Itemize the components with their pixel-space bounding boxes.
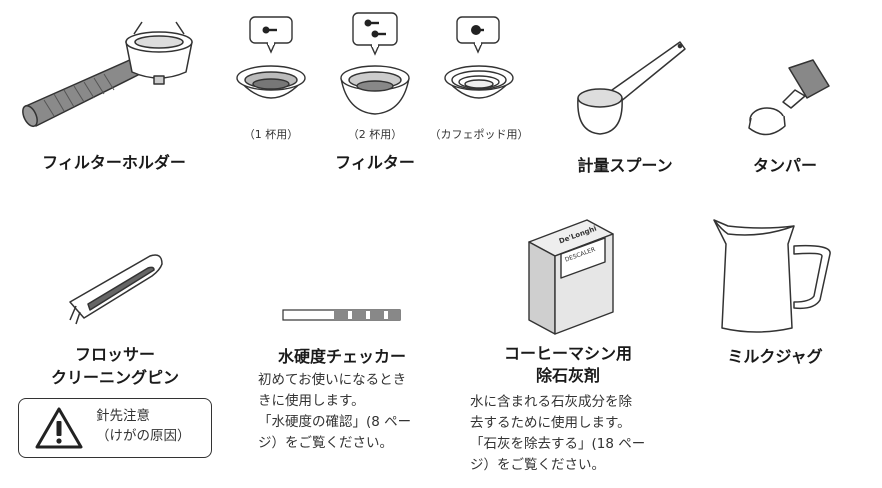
hardness-desc-line1: 初めてお使いになるとき — [258, 372, 407, 388]
descaler-box-illustration — [528, 219, 614, 335]
hardness-checker-title: 水硬度チェッカー — [277, 347, 406, 366]
filter-2cup-label: （2 杯用） — [347, 128, 403, 141]
filter-pod-illustration — [444, 65, 514, 99]
tamper-title: タンパー — [752, 156, 817, 175]
filter-1cup-illustration — [236, 65, 306, 99]
warning-triangle-icon — [35, 407, 83, 449]
descaler-title-line2: 除石灰剤 — [535, 366, 600, 385]
descaler-desc: 水に含まれる石灰成分を除 去するために使用します。 「石灰を除去する」(18 ペ… — [470, 392, 645, 476]
tamper-illustration — [748, 59, 830, 136]
milk-jug-illustration — [713, 219, 831, 333]
filter-1cup-label: （1 杯用） — [243, 128, 299, 141]
needle-warning-text: 針先注意 （けがの原因） — [96, 406, 191, 446]
hardness-desc-line3: 「水硬度の確認」(8 ペー — [258, 414, 412, 430]
descaler-title-line1: コーヒーマシン用 — [503, 344, 632, 363]
frother-pin-title: フロッサー クリーニングピン — [30, 343, 200, 389]
measuring-spoon-title: 計量スプーン — [577, 156, 673, 175]
filter-1cup-badge-icon — [249, 16, 293, 54]
filter-pod-badge-icon — [456, 16, 500, 54]
needle-warning-box — [18, 398, 212, 458]
milk-jug-title: ミルクジャグ — [727, 347, 823, 366]
needle-warning-line1: 針先注意 — [96, 408, 150, 424]
water-hardness-strip-illustration — [282, 309, 401, 321]
descaler-desc-line3: 「石灰を除去する」(18 ペー — [470, 436, 646, 452]
descaler-desc-line2: 去するために使用します。 — [470, 415, 631, 431]
portafilter-title: フィルターホルダー — [42, 153, 186, 172]
descaler-desc-line1: 水に含まれる石灰成分を除 — [470, 394, 632, 410]
hardness-checker-desc: 初めてお使いになるとき きに使用します。 「水硬度の確認」(8 ペー ジ）をご覧… — [258, 370, 411, 454]
filter-2cup-badge-icon — [352, 12, 398, 56]
filter-title: フィルター — [335, 153, 415, 172]
hardness-desc-line4: ジ）をご覧ください。 — [258, 435, 393, 451]
filter-pod-label: （カフェポッド用） — [429, 128, 529, 141]
hardness-desc-line2: きに使用します。 — [258, 393, 365, 409]
measuring-spoon-illustration — [577, 41, 686, 135]
frother-cleaning-pin-illustration — [69, 254, 163, 325]
descaler-desc-line4: ジ）をご覧ください。 — [470, 457, 605, 473]
descaler-title: コーヒーマシン用 除石灰剤 — [484, 343, 652, 387]
needle-warning-line2: （けがの原因） — [96, 428, 191, 444]
portafilter-illustration — [22, 21, 193, 128]
frother-pin-title-line1: フロッサー — [74, 345, 155, 364]
filter-2cup-illustration — [340, 65, 410, 115]
frother-pin-title-line2: クリーニングピン — [50, 368, 179, 387]
